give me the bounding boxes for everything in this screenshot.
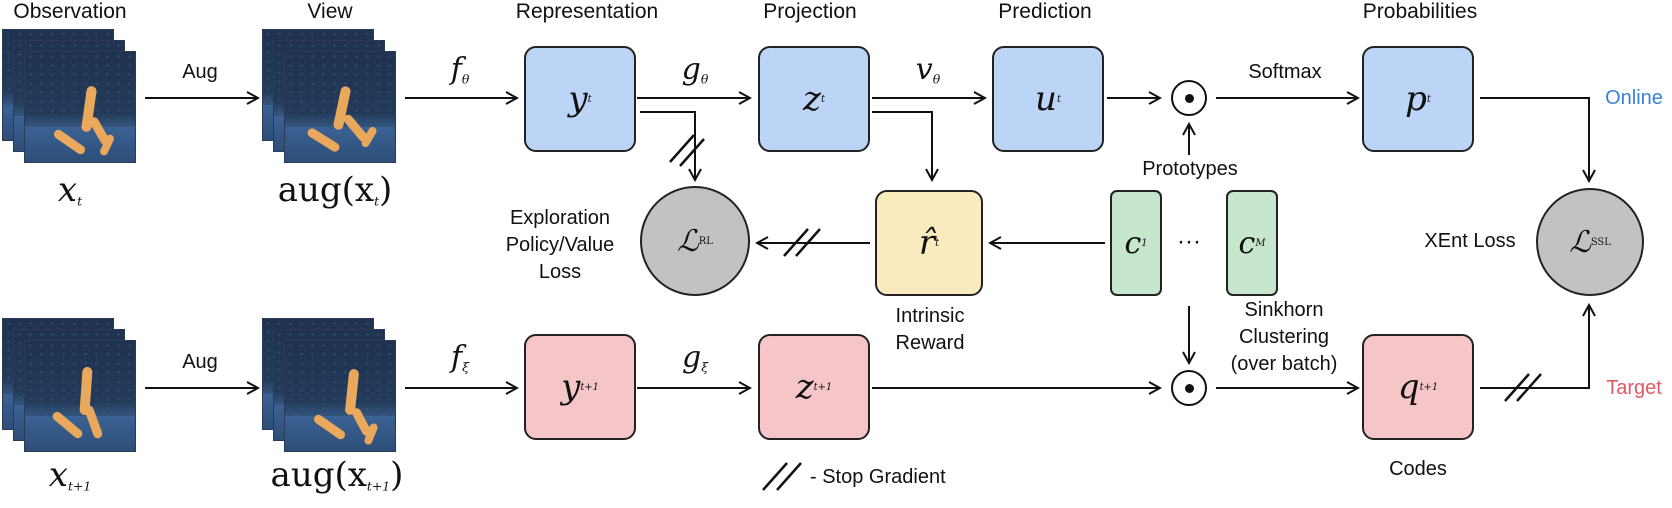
- stop-gradient-legend-text: - Stop Gradient: [810, 466, 946, 488]
- rl-loss-caption: Exploration Policy/Value Loss: [505, 207, 615, 283]
- arrow-z-to-reward: [872, 111, 932, 180]
- online-side-label: Online: [1605, 87, 1663, 109]
- f-theta-label: fθ: [450, 52, 470, 87]
- view-frame-stack-online: [262, 29, 398, 165]
- view-label-target: aug(xt+1): [270, 455, 404, 495]
- softmax-label: Softmax: [1248, 61, 1322, 83]
- aug-edge-label-target: Aug: [182, 351, 218, 373]
- walker-image: [24, 51, 136, 163]
- target-side-label: Target: [1606, 377, 1662, 399]
- stop-gradient-mark-y: [669, 134, 705, 167]
- stop-gradient-mark-reward: [783, 228, 821, 257]
- v-theta-label: vθ: [915, 52, 941, 87]
- observation-label-target: xt+1: [48, 455, 92, 495]
- header-representation: Representation: [515, 0, 659, 23]
- product-operator-online: [1171, 80, 1207, 116]
- prototypes-label: Prototypes: [1142, 158, 1238, 180]
- walker-image: [284, 340, 396, 452]
- walker-image: [24, 340, 136, 452]
- sinkhorn-clustering-label: Sinkhorn Clustering (over batch): [1230, 299, 1338, 375]
- stop-gradient-mark-q: [1504, 373, 1542, 402]
- walker-image: [284, 51, 396, 163]
- codes-label: Codes: [1389, 458, 1447, 480]
- prototype-ellipsis: ···: [1177, 228, 1201, 255]
- header-view: View: [307, 0, 353, 23]
- view-frame-stack-target: [262, 318, 398, 454]
- observation-frame-stack-online: [2, 29, 138, 165]
- stop-gradient-legend-icon: [762, 462, 802, 491]
- g-theta-label: gθ: [681, 52, 709, 87]
- header-projection: Projection: [763, 0, 857, 23]
- header-observation: Observation: [13, 0, 127, 23]
- arrow-y-to-rl: [640, 111, 695, 180]
- product-operator-target: [1171, 370, 1207, 406]
- f-xi-label: fξ: [451, 340, 469, 375]
- header-probabilities: Probabilities: [1362, 0, 1478, 23]
- observation-frame-stack-target: [2, 318, 138, 454]
- g-xi-label: gξ: [681, 340, 709, 375]
- intrinsic-reward-box: r̂t: [875, 190, 983, 296]
- view-label-online: aug(xt): [277, 170, 393, 210]
- header-prediction: Prediction: [998, 0, 1092, 23]
- xent-loss-label: XEnt Loss: [1424, 230, 1516, 252]
- arrow-q-to-ssl: [1480, 305, 1589, 389]
- aug-edge-label-online: Aug: [182, 61, 218, 83]
- observation-label-online: xt: [57, 170, 83, 210]
- intrinsic-reward-caption: Intrinsic Reward: [895, 305, 965, 354]
- arrow-p-to-ssl: [1480, 97, 1589, 181]
